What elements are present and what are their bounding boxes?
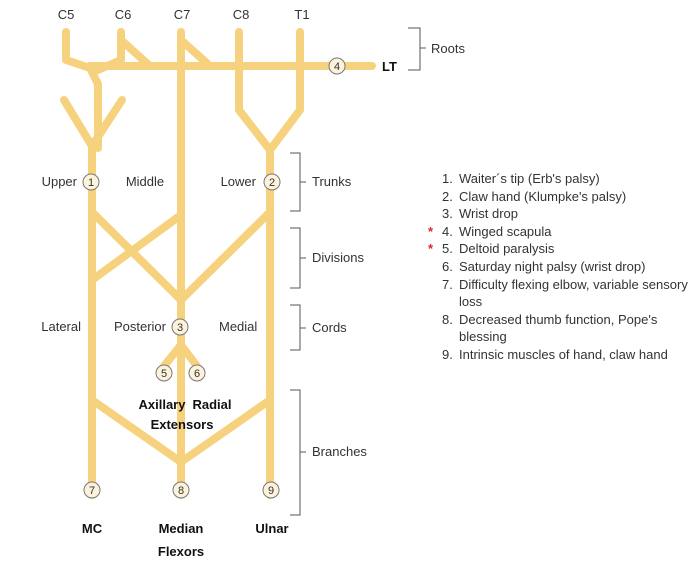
marker-6: 6 (188, 364, 206, 382)
root-t1-path (266, 28, 304, 154)
nerve-label-mc: MC (82, 521, 103, 536)
marker-7: 7 (83, 481, 101, 499)
legend-item-7: 7.Difficulty flexing elbow, variable sen… (442, 276, 688, 310)
upper-trunk-merge-path (60, 96, 126, 150)
legend-asterisk: * (428, 241, 434, 257)
lesion-legend: 1.Waiter´s tip (Erb's palsy) 2.Claw hand… (428, 170, 690, 364)
bracket-cords (290, 304, 306, 351)
marker-9: 9 (262, 481, 280, 499)
radial-branch-path (177, 341, 201, 370)
root-c8-path (235, 28, 274, 154)
marker-8: 8 (172, 481, 190, 499)
cord-label-lateral: Lateral (41, 319, 81, 334)
cord-label-medial: Medial (219, 319, 257, 334)
marker-2: 2 (263, 173, 281, 191)
svg-text:5: 5 (161, 368, 167, 380)
nerve-label-radial: Radial (192, 397, 231, 412)
level-label-branches: Branches (312, 444, 367, 459)
level-label-trunks: Trunks (312, 174, 352, 189)
nerve-label-lt: LT (382, 59, 397, 74)
svg-text:7: 7 (89, 485, 95, 497)
trunk-label-lower: Lower (221, 174, 257, 189)
svg-text:3: 3 (177, 322, 183, 334)
level-label-divisions: Divisions (312, 250, 365, 265)
legend-item-3: 3.Wrist drop (442, 206, 518, 222)
middle-lateral-division-path (88, 211, 185, 284)
svg-text:8: 8 (178, 485, 184, 497)
nerve-label-ulnar: Ulnar (255, 521, 288, 536)
marker-3: 3 (171, 318, 189, 336)
legend-item-6: 6.Saturday night palsy (wrist drop) (442, 258, 646, 274)
svg-text:2: 2 (269, 177, 275, 189)
trunk-label-upper: Upper (42, 174, 78, 189)
root-label-c8: C8 (233, 7, 250, 22)
marker-5: 5 (155, 364, 173, 382)
root-label-c6: C6 (115, 7, 132, 22)
lesion-markers: 1 2 3 4 5 6 7 8 (82, 57, 346, 499)
nerve-tracks (60, 28, 376, 499)
cord-label-posterior: Posterior (114, 319, 167, 334)
root-labels: C5 C6 C7 C8 T1 (58, 7, 310, 22)
bracket-roots (408, 27, 426, 71)
root-label-c5: C5 (58, 7, 75, 22)
legend-asterisk: * (428, 223, 434, 239)
nerve-label-extensors: Extensors (151, 417, 214, 432)
lower-posterior-division-path (177, 208, 274, 304)
bracket-trunks (290, 152, 306, 212)
marker-4: 4 (328, 57, 346, 75)
level-brackets (290, 27, 426, 516)
root-label-t1: T1 (294, 7, 309, 22)
bracket-branches (290, 389, 306, 516)
median-lateral-root-path (88, 396, 185, 466)
legend-item-2: 2.Claw hand (Klumpke's palsy) (442, 188, 627, 204)
axillary-branch-path (160, 341, 185, 370)
legend-item-1: 1.Waiter´s tip (Erb's palsy) (442, 171, 600, 186)
legend-item-8: 8.Decreased thumb function, Pope's bless… (442, 311, 658, 345)
nerve-label-flexors: Flexors (158, 544, 204, 559)
nerve-label-median: Median (159, 521, 204, 536)
level-label-roots: Roots (431, 41, 465, 56)
legend-item-9: 9.Intrinsic muscles of hand, claw hand (442, 346, 668, 362)
trunk-label-middle: Middle (126, 174, 164, 189)
c6-diagonal-path (117, 36, 154, 70)
svg-text:6: 6 (194, 368, 200, 380)
svg-text:4: 4 (334, 61, 340, 73)
root-label-c7: C7 (174, 7, 191, 22)
svg-text:9: 9 (268, 485, 274, 497)
nerve-label-axillary: Axillary (139, 397, 187, 412)
level-label-cords: Cords (312, 320, 347, 335)
marker-1: 1 (82, 173, 100, 191)
legend-item-5: *5.Deltoid paralysis (428, 241, 555, 257)
c7-diagonal-path (177, 36, 214, 70)
legend-item-4: *4.Winged scapula (428, 223, 552, 239)
median-medial-root-path (177, 396, 274, 466)
svg-text:1: 1 (88, 177, 94, 189)
upper-posterior-division-path (88, 208, 185, 304)
bracket-divisions (290, 227, 306, 289)
